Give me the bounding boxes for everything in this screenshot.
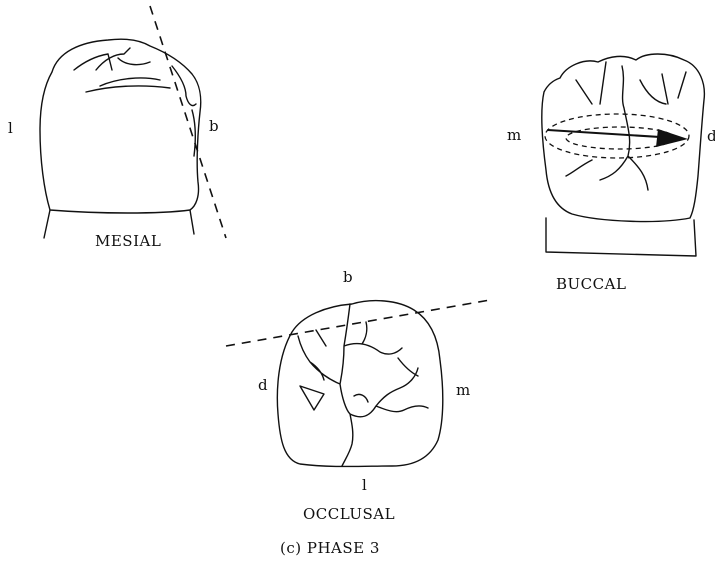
occlusal-reference-line (226, 300, 490, 346)
mesial-root-right (190, 210, 194, 234)
buccal-view: m d BUCCAL (507, 54, 715, 293)
occlusal-caption: OCCLUSAL (303, 505, 395, 523)
buccal-right-label: d (707, 127, 715, 145)
occlusal-crown-outline (277, 301, 442, 467)
mesial-cusp-lines (74, 48, 170, 92)
buccal-left-label: m (507, 126, 521, 144)
buccal-root-trunk (546, 218, 696, 256)
mesial-buccal-bulge (172, 66, 196, 156)
occlusal-triangle-mark (300, 386, 324, 410)
mesial-root-left (44, 210, 50, 238)
figure-caption: (c) PHASE 3 (280, 539, 380, 557)
occlusal-fissures (298, 304, 428, 466)
mesial-right-label: b (209, 117, 219, 135)
mesial-left-label: l (8, 119, 13, 137)
mesial-crown-outline (40, 39, 201, 213)
buccal-caption: BUCCAL (556, 275, 626, 293)
occlusal-left-label: d (258, 376, 268, 394)
occlusal-bottom-label: l (362, 476, 367, 494)
mesial-view: l b MESIAL (8, 6, 226, 250)
buccal-arrow-shaft (548, 130, 676, 138)
mesial-caption: MESIAL (95, 232, 161, 250)
occlusal-view: b d m l OCCLUSAL (226, 268, 490, 523)
occlusal-right-label: m (456, 381, 470, 399)
occlusal-top-label: b (343, 268, 353, 286)
buccal-cusp-lines (566, 62, 686, 190)
